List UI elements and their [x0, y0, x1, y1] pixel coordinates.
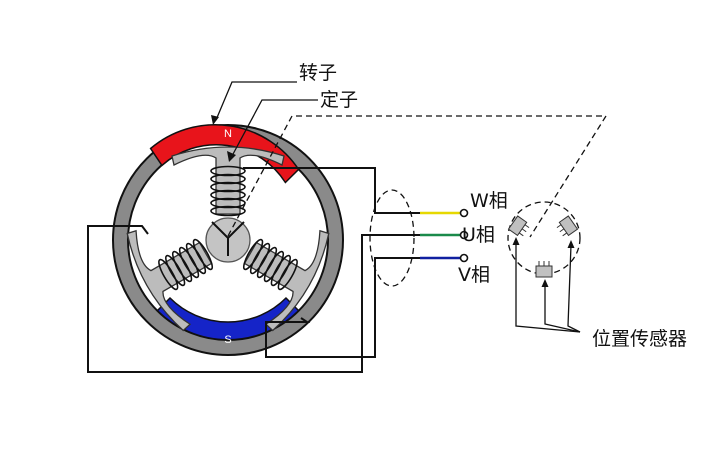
terminals — [459, 208, 469, 263]
phase-w-label: W相 — [470, 190, 508, 212]
terminal-v — [459, 253, 469, 263]
sensor-arrowheads — [512, 237, 575, 287]
callout-lines — [215, 81, 318, 157]
lead-u — [87, 225, 420, 373]
lead-w — [243, 167, 420, 214]
terminal-w — [459, 208, 469, 218]
north-magnet — [149, 124, 300, 184]
stator-winding-right — [242, 238, 298, 291]
stator-winding-top — [210, 165, 246, 217]
leader-to-bottom-sensor — [544, 283, 581, 333]
stator-label: 定子 — [320, 89, 358, 111]
hall-sensor-right — [556, 215, 579, 237]
phase-u-label: U相 — [462, 224, 495, 246]
stator-callout-line — [231, 99, 318, 157]
sensor-detail-circle — [507, 201, 581, 275]
leader-to-right-sensor — [567, 244, 581, 333]
cable-bundle-outline — [369, 189, 415, 287]
stator-callout-arrowhead — [227, 151, 236, 162]
sensor-leader-lines — [515, 242, 581, 333]
phase-v-label: V相 — [458, 264, 490, 286]
lead-v — [265, 257, 420, 358]
stator-arm-top — [171, 146, 285, 217]
leader-to-left-sensor — [515, 242, 581, 333]
stator-arm-left — [126, 229, 214, 332]
north-pole-label: N — [224, 128, 232, 140]
stator-arm-right — [242, 229, 330, 332]
terminal-u — [459, 230, 469, 240]
phase-wires — [87, 167, 420, 373]
hall-sensor-bottom — [535, 261, 553, 278]
rotor-callout-line — [215, 81, 297, 121]
stator-winding-left — [158, 238, 214, 291]
sensor-projection-lines — [227, 115, 608, 238]
south-pole-label: S — [224, 334, 231, 346]
rotor-callout-arrowhead — [211, 115, 219, 125]
hall-sensor-left — [507, 215, 530, 237]
position-sensor-label: 位置传感器 — [592, 328, 687, 350]
rotor-label: 转子 — [299, 62, 337, 84]
